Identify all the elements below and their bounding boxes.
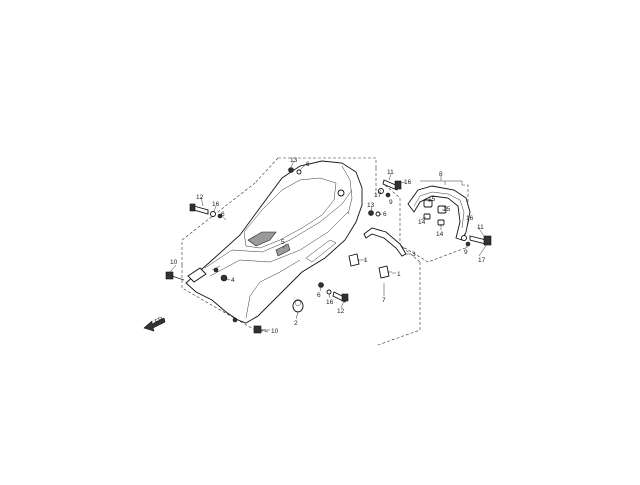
bolts-and-washers	[165, 167, 492, 334]
callout-1: 1	[397, 271, 401, 278]
callout-7: 7	[382, 297, 386, 304]
callout-12: 12	[337, 308, 345, 315]
callout-10: 10	[271, 328, 279, 335]
callout-2: 2	[294, 320, 298, 327]
callout-15: 15	[428, 196, 436, 203]
callout-11: 11	[387, 169, 394, 176]
callout-16: 16	[326, 299, 334, 306]
callout-16: 16	[212, 201, 220, 208]
callout-13: 13	[290, 157, 298, 164]
callout-17: 17	[374, 192, 382, 199]
callout-14: 14	[436, 231, 444, 238]
front-label: FR.	[154, 315, 167, 326]
callout-1: 1	[364, 257, 368, 264]
callout-10: 10	[170, 259, 178, 266]
callout-11: 11	[477, 224, 484, 231]
grab-rail	[407, 185, 471, 241]
callout-6: 6	[221, 211, 225, 218]
callout-13: 13	[367, 202, 375, 209]
callout-labels: 13 6 12 16 6 11 16 17 9 8 15 15 14 14 13…	[170, 157, 486, 335]
callout-8: 8	[439, 171, 443, 178]
clips-and-collars	[292, 253, 392, 313]
callout-4: 4	[231, 277, 235, 284]
seat-cowl	[185, 160, 363, 324]
callout-9: 9	[389, 199, 393, 206]
front-direction-arrow: FR.	[143, 315, 167, 332]
leader-lines	[169, 160, 488, 331]
callout-16: 16	[404, 179, 412, 186]
callout-15: 15	[443, 206, 451, 213]
callout-9: 9	[464, 249, 468, 256]
callout-17: 17	[478, 257, 486, 264]
callout-3: 3	[412, 251, 416, 258]
callout-5: 5	[281, 239, 285, 246]
callout-6: 6	[383, 211, 387, 218]
callout-16: 16	[466, 215, 474, 222]
rubber-strip	[363, 227, 407, 257]
callout-6: 6	[317, 292, 321, 299]
callout-12: 12	[196, 194, 204, 201]
callout-6: 6	[306, 161, 310, 168]
callout-14: 14	[418, 219, 426, 226]
